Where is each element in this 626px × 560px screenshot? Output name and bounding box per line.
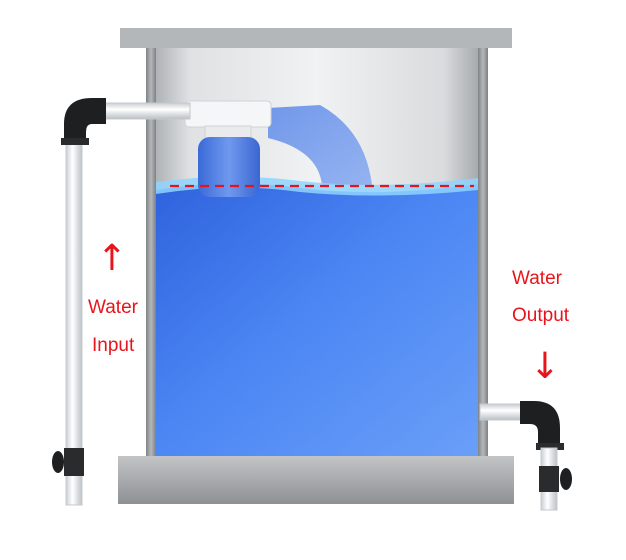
inlet-elbow-collar (61, 138, 89, 145)
tank-right-wall (478, 48, 488, 456)
inlet-pipe-horizontal (99, 102, 191, 120)
inlet-elbow (64, 98, 106, 142)
float-valve-ball (198, 137, 260, 197)
water-input-label-line2: Input (92, 335, 135, 356)
tank-lid (120, 28, 512, 48)
water-input-label-line1: Water (88, 297, 138, 318)
float-valve-housing (184, 100, 272, 128)
inlet-valve (52, 448, 84, 476)
outlet-elbow (520, 401, 560, 446)
water-stream (268, 105, 372, 185)
tank-base (118, 456, 514, 504)
water-body (156, 183, 478, 457)
input-arrow-icon: ↑ (97, 238, 127, 279)
outlet-valve (539, 466, 572, 492)
water-output-label-line2: Output (512, 305, 570, 326)
outlet-pipe-horizontal (479, 403, 527, 421)
output-arrow-icon: ↓ (530, 346, 560, 387)
outlet-elbow-collar (536, 443, 564, 450)
tank-left-wall (146, 48, 156, 456)
water-output-label-line1: Water (512, 268, 562, 289)
